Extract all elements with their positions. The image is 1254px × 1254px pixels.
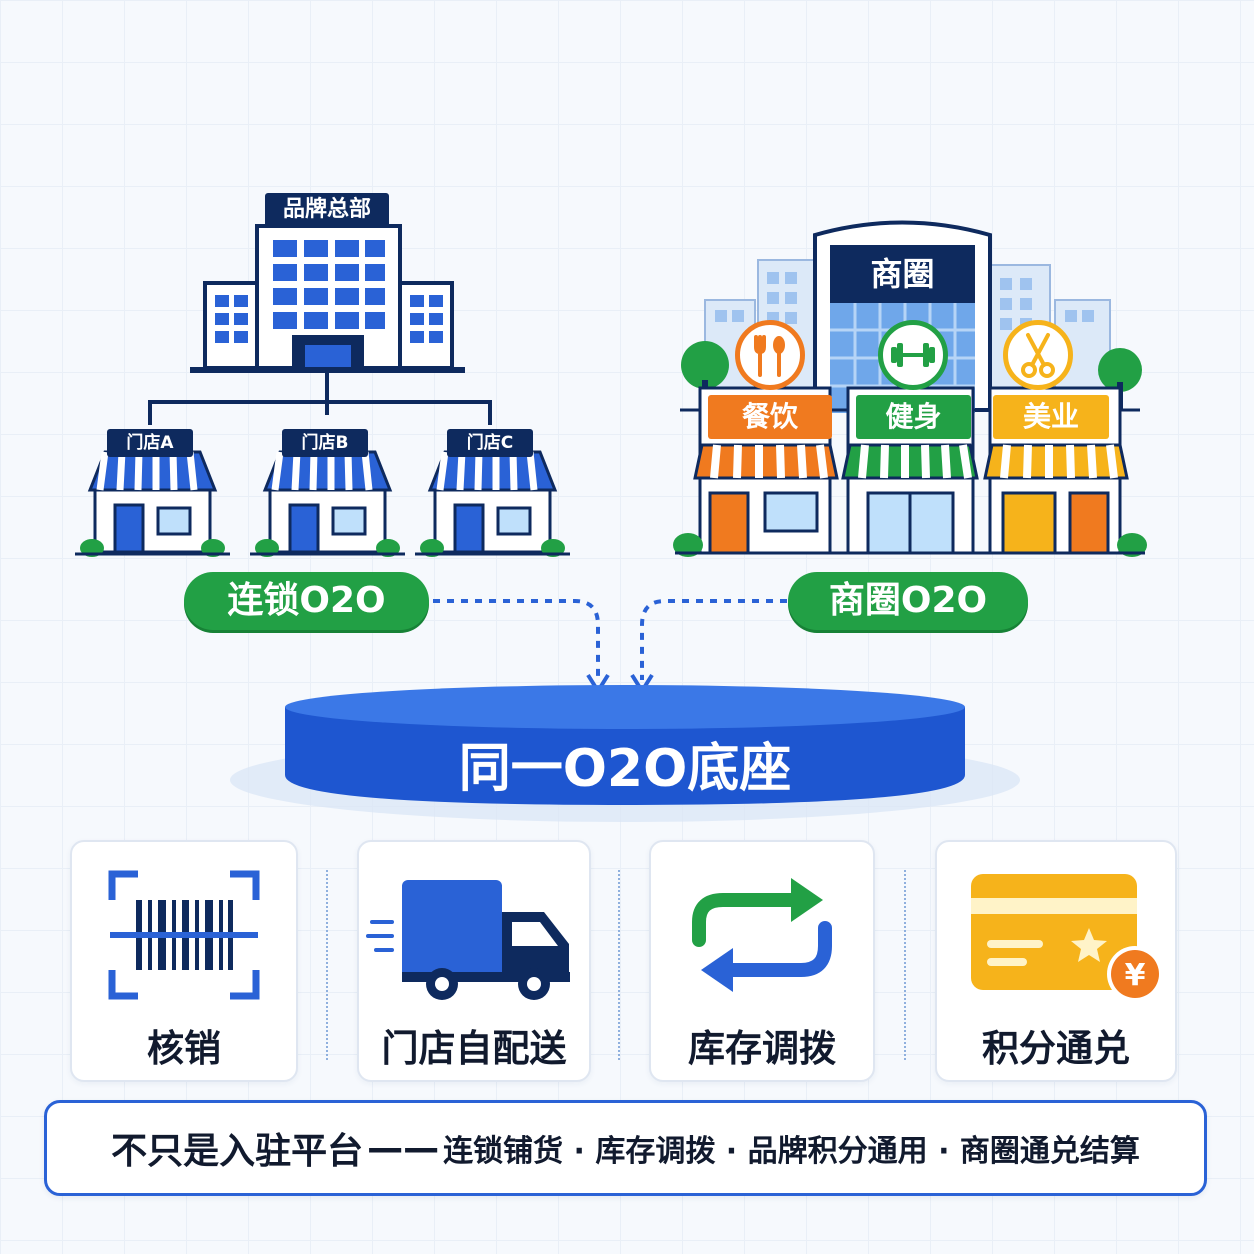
- divider: [618, 870, 620, 1060]
- fork-spoon-icon: [735, 320, 805, 390]
- scissors-icon: [1003, 320, 1073, 390]
- o2o-base-label: 同一O2O底座: [458, 739, 792, 799]
- dumbbell-icon: [878, 320, 948, 390]
- shop-sign-beauty: 美业: [993, 395, 1109, 439]
- feature-label: 核销: [147, 1027, 221, 1070]
- o2o-base-platform: [230, 685, 1020, 822]
- hq-sign: 品牌总部: [265, 193, 389, 227]
- shop-sign-dining: 餐饮: [708, 395, 832, 439]
- svg-text:¥: ¥: [1125, 958, 1146, 993]
- store-b-sign: 门店B: [282, 429, 368, 457]
- feature-card-transfer: 库存调拨: [649, 840, 875, 1082]
- footer-detail-text: 连锁铺货 · 库存调拨 · 品牌积分通用 · 商圈通兑结算: [443, 1134, 1140, 1169]
- store-c-sign: 门店C: [447, 429, 533, 457]
- feature-card-delivery: 门店自配送: [357, 840, 591, 1082]
- chain-illustration: [75, 224, 580, 570]
- feature-card-points: ¥ 积分通兑: [935, 840, 1177, 1082]
- feature-label: 积分通兑: [982, 1027, 1130, 1070]
- feature-label: 库存调拨: [688, 1027, 836, 1070]
- feature-label: 门店自配送: [381, 1027, 567, 1070]
- shop-sign-fitness: 健身: [856, 395, 971, 439]
- mall-o2o-tag: 商圈O2O: [788, 572, 1028, 630]
- chain-o2o-tag: 连锁O2O: [184, 572, 429, 630]
- delivery-truck-icon: [366, 880, 570, 1000]
- divider: [326, 870, 328, 1060]
- store-a-sign: 门店A: [107, 429, 193, 457]
- barcode-scan-icon: [108, 870, 260, 1000]
- transfer-arrows-icon: [692, 878, 832, 992]
- points-card-icon: ¥: [971, 874, 1163, 1002]
- mall-sign: 商圈: [870, 255, 935, 293]
- feature-card-verify: 核销: [70, 840, 298, 1082]
- footer-main-text: 不只是入驻平台: [111, 1131, 364, 1172]
- footer-banner: 不只是入驻平台 —— 连锁铺货 · 库存调拨 · 品牌积分通用 · 商圈通兑结算: [44, 1100, 1207, 1196]
- divider: [904, 870, 906, 1060]
- footer-dash: ——: [367, 1127, 440, 1169]
